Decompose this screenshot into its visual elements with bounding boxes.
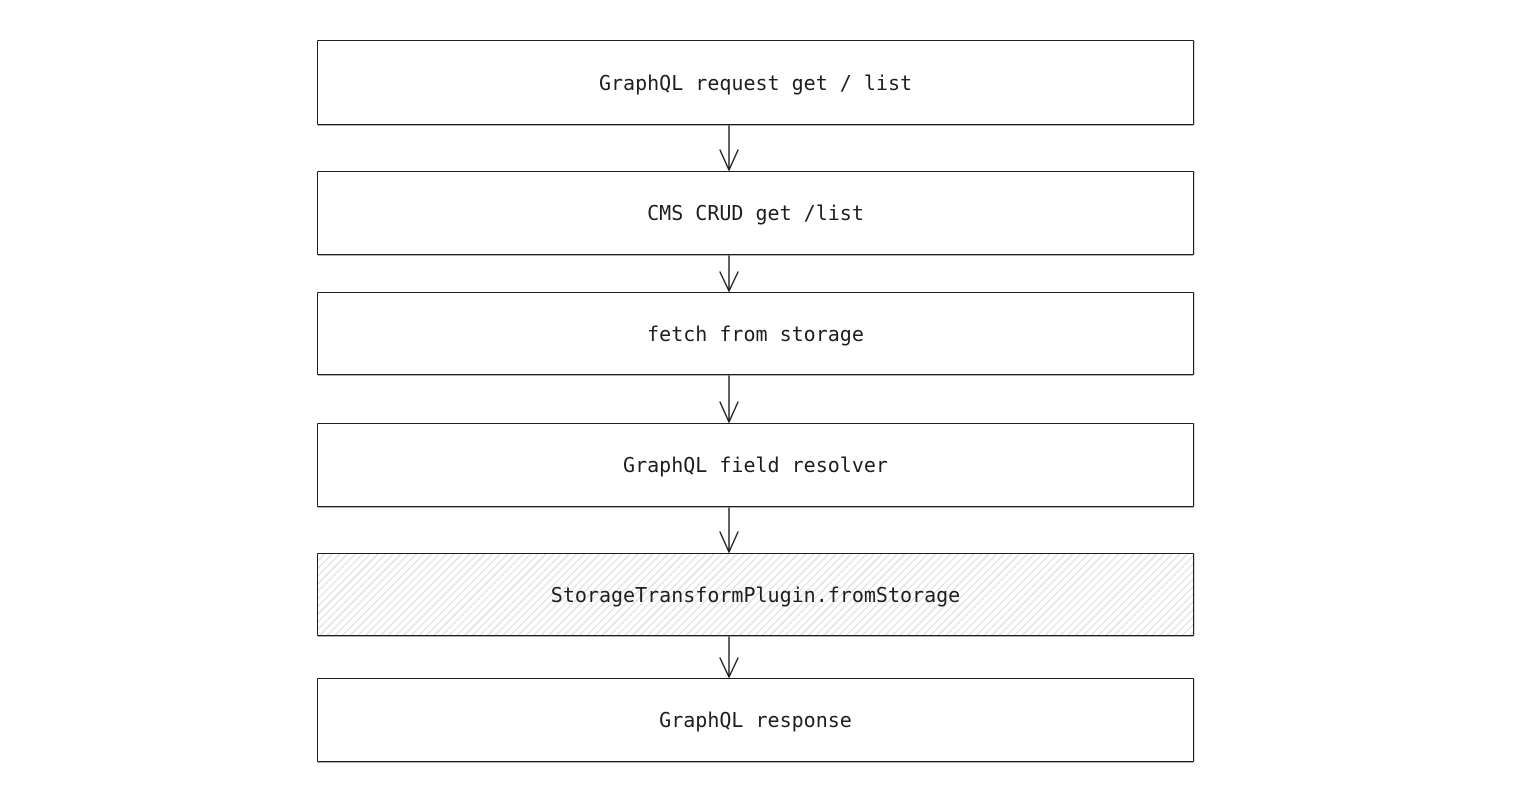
flow-node-fetch-from-storage: fetch from storage <box>317 292 1194 375</box>
flow-node-storage-transform-plugin: StorageTransformPlugin.fromStorage <box>317 553 1194 636</box>
flow-node-label: CMS CRUD get /list <box>647 201 864 225</box>
flow-node-label: fetch from storage <box>647 321 864 346</box>
arrow-down-connector <box>716 507 742 553</box>
arrow-down-connector <box>716 636 742 678</box>
flow-node-label: GraphQL field resolver <box>623 453 888 477</box>
flow-node-graphql-response: GraphQL response <box>317 678 1194 762</box>
flow-node-cms-crud: CMS CRUD get /list <box>317 171 1194 255</box>
flow-node-label: StorageTransformPlugin.fromStorage <box>550 582 961 607</box>
flow-node-graphql-field-resolver: GraphQL field resolver <box>317 423 1194 507</box>
arrow-down-connector <box>716 125 742 171</box>
arrow-down-connector <box>716 375 742 423</box>
flow-node-graphql-request: GraphQL request get / list <box>317 40 1194 125</box>
arrow-down-connector <box>716 255 742 292</box>
flow-node-label: GraphQL request get / list <box>598 70 913 95</box>
flow-node-label: GraphQL response <box>659 708 852 732</box>
